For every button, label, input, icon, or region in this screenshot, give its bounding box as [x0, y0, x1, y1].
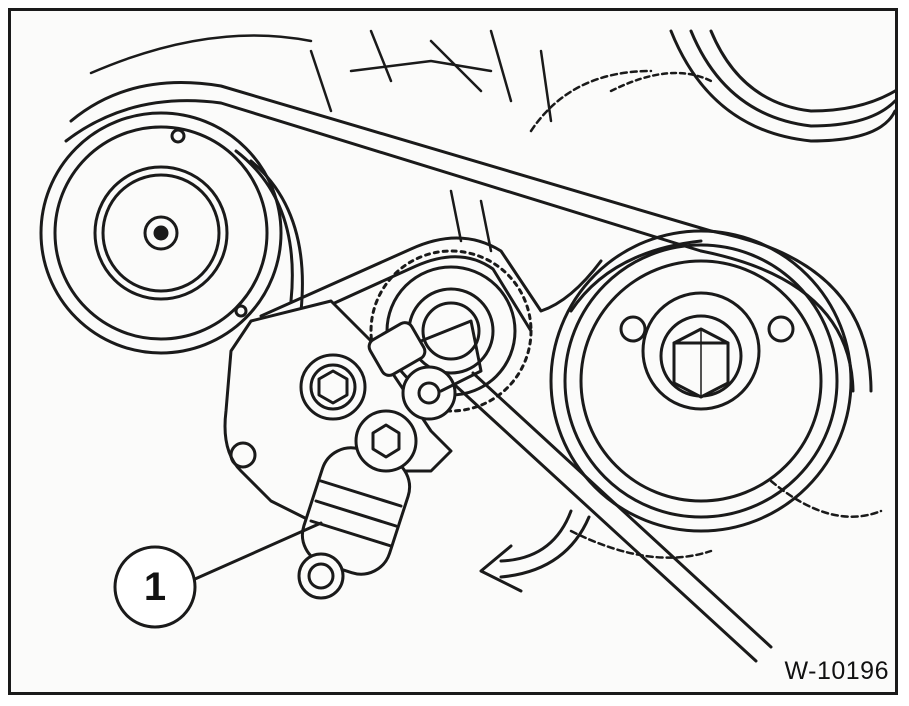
figure-id: W-10196	[784, 657, 889, 685]
rotation-arrow-icon	[479, 509, 591, 593]
breaker-bar-tool	[454, 371, 773, 663]
callout-1	[113, 521, 323, 629]
callout-number: 1	[143, 564, 167, 609]
crankshaft-pulley-partial	[669, 29, 895, 143]
belt-tensioner-illustration	[39, 29, 895, 663]
tensioner-damper	[297, 319, 483, 600]
engine-block-outline	[89, 29, 883, 559]
illustration-frame: 1 W-10196	[8, 8, 898, 695]
alternator-pulley	[39, 111, 304, 355]
right-pulley	[549, 229, 853, 533]
